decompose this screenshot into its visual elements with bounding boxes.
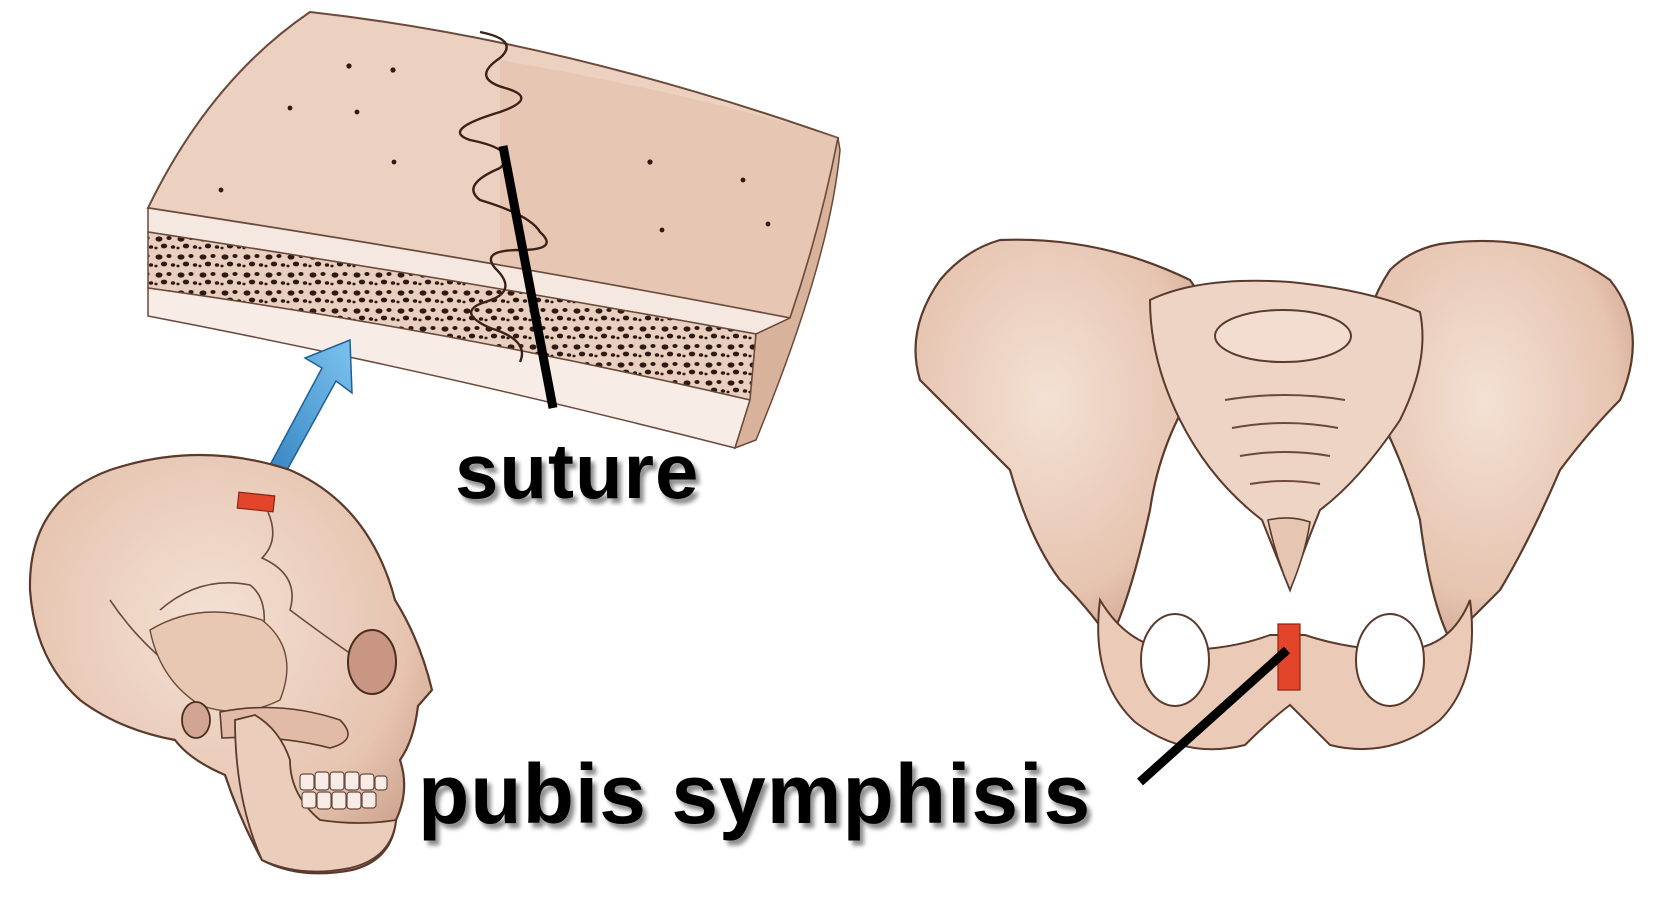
suture-sample-highlight	[237, 492, 274, 512]
suture-label: suture	[455, 432, 699, 510]
skull-illustration	[30, 455, 432, 873]
right-ilium	[1363, 241, 1633, 640]
sacral-vertebra-body	[1215, 310, 1351, 362]
pubis-symphisis-label: pubis symphisis	[418, 752, 1091, 836]
bone-cross-section	[148, 12, 840, 448]
left-obturator-foramen	[1141, 614, 1209, 706]
pelvis-illustration	[916, 240, 1633, 750]
ear-canal	[182, 702, 210, 738]
right-obturator-foramen	[1356, 614, 1424, 706]
coccyx	[1268, 518, 1310, 590]
eye-socket	[348, 630, 396, 694]
